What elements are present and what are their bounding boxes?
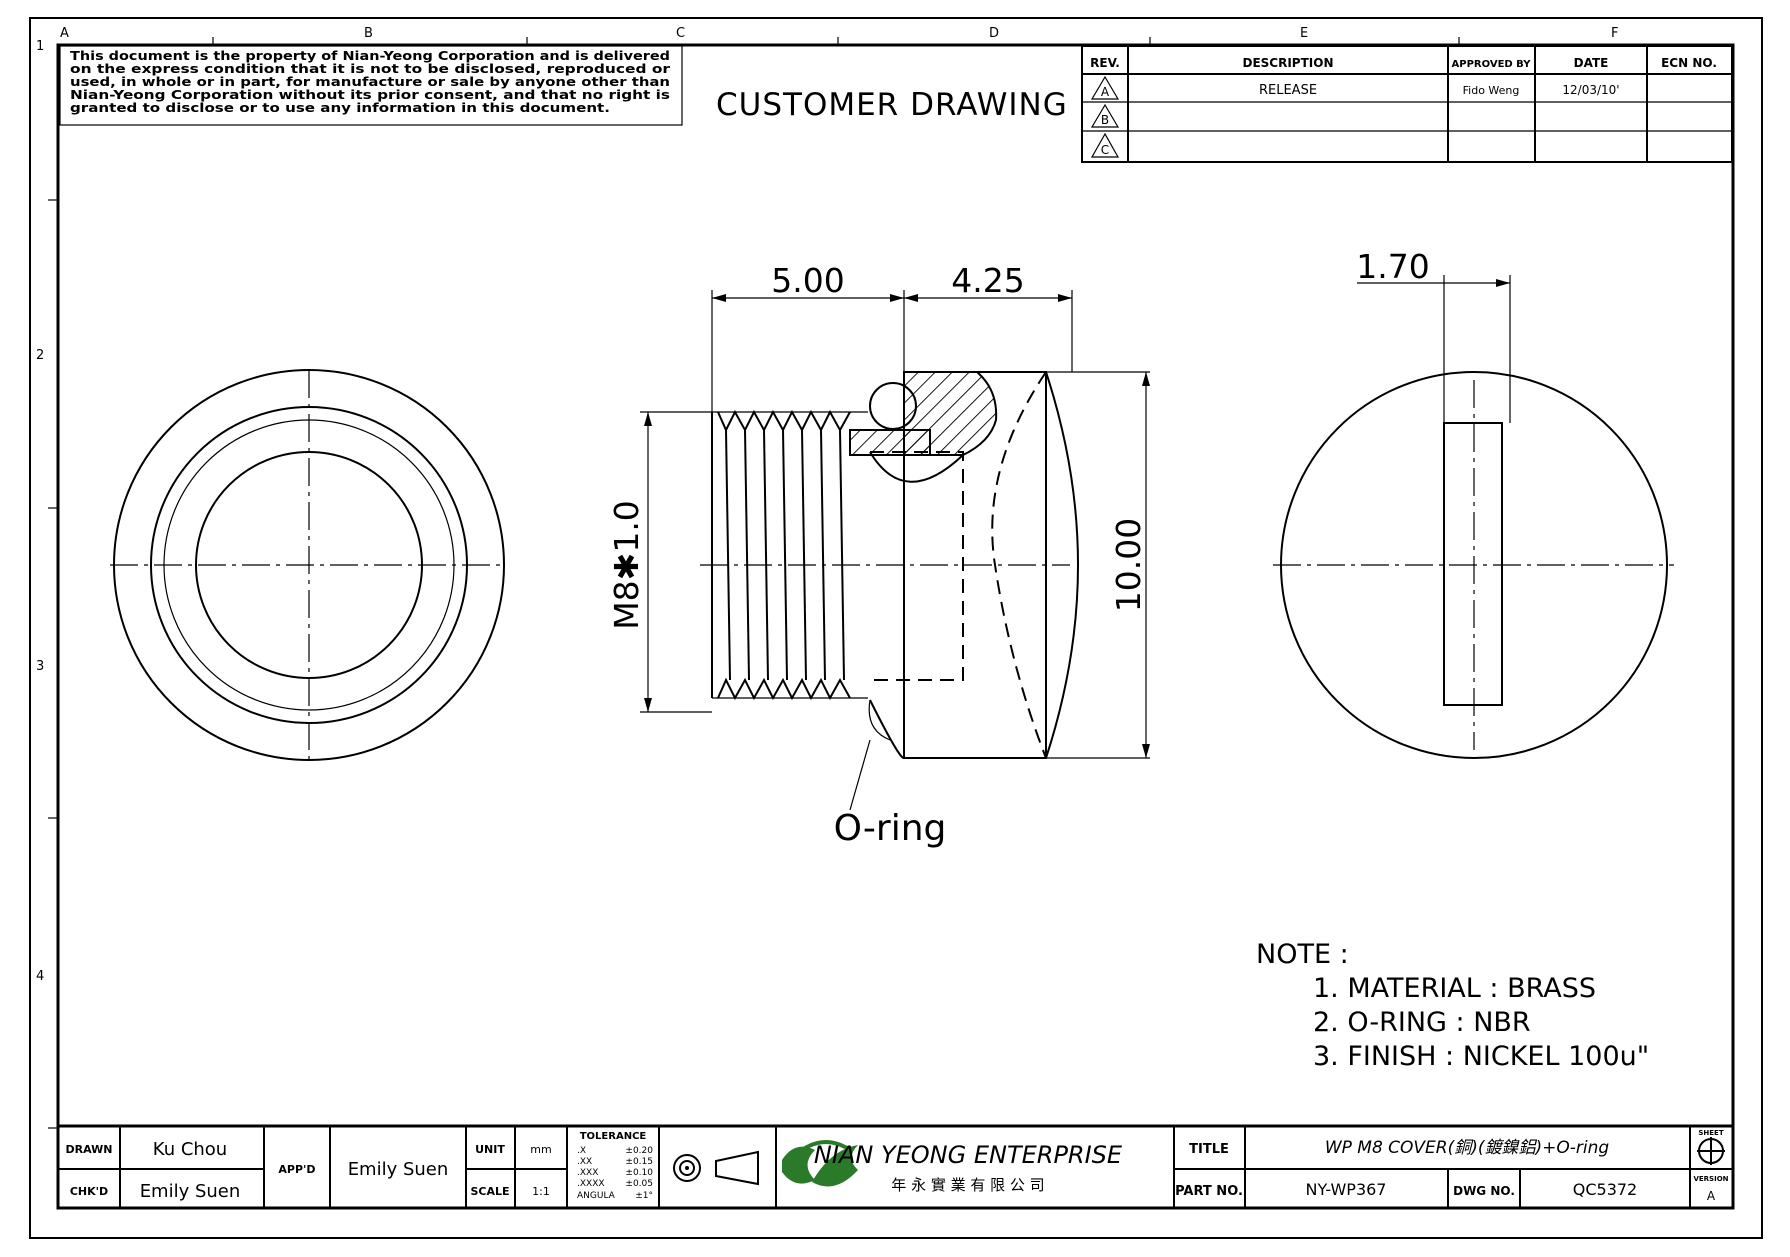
rev-description: RELEASE	[1259, 83, 1317, 98]
projection-symbol-icon	[673, 1150, 759, 1186]
col-label-f: F	[1611, 26, 1618, 41]
sheet-symbol-icon	[1697, 1137, 1725, 1165]
title-block: DRAWN Ku Chou CHK'D Emily Suen APP'D Emi…	[56, 1124, 1735, 1210]
dim-slot-width: 1.70	[1356, 247, 1429, 286]
rev-header: REV.	[1090, 56, 1120, 70]
row-zone-markers: 1 2 3 4	[36, 39, 58, 1129]
checked-label: CHK'D	[70, 1185, 108, 1198]
unit-label: UNIT	[475, 1143, 505, 1156]
col-label-c: C	[676, 26, 685, 41]
part-label: PART NO.	[1175, 1184, 1243, 1199]
rev-letter: B	[1101, 113, 1109, 127]
title-label: TITLE	[1189, 1142, 1229, 1157]
checked-value: Emily Suen	[140, 1181, 241, 1202]
notice-line: granted to disclose or to use any inform…	[70, 101, 610, 115]
outer-border	[29, 17, 1763, 1239]
rev-triangle-icon	[1090, 75, 1120, 100]
notice-line: used, in whole or in part, for manufactu…	[70, 75, 670, 89]
note-item: 1. MATERIAL : BRASS	[1313, 973, 1596, 1004]
dim-head-diameter: 10.00	[1109, 518, 1148, 612]
approved-value: Emily Suen	[348, 1159, 449, 1180]
tolerance-value: ±0.20	[625, 1146, 653, 1156]
tolerance-key: ANGULA	[577, 1191, 616, 1201]
dwg-label: DWG NO.	[1453, 1184, 1515, 1198]
col-label-a: A	[60, 26, 69, 41]
tolerance-value: ±1°	[635, 1191, 653, 1201]
scale-value: 1:1	[532, 1185, 550, 1198]
tolerance-value: ±0.05	[625, 1179, 653, 1189]
unit-value: mm	[530, 1143, 551, 1156]
drawn-label: DRAWN	[66, 1143, 113, 1156]
rev-triangle-icon	[1090, 103, 1120, 128]
tolerance-value: ±0.10	[625, 1168, 653, 1178]
description-header: DESCRIPTION	[1242, 56, 1333, 70]
version-label: VERSION	[1693, 1175, 1728, 1183]
dim-thread-spec: M8✱1.0	[607, 500, 646, 630]
row-label-1: 1	[36, 39, 44, 54]
notes-title: NOTE :	[1256, 939, 1349, 970]
drawing-heading: CUSTOMER DRAWING	[716, 87, 1068, 123]
row-label-4: 4	[36, 969, 44, 984]
row-label-3: 3	[36, 659, 44, 674]
date-header: DATE	[1574, 56, 1609, 70]
end-view-threaded	[110, 369, 505, 761]
tolerance-title: TOLERANCE	[580, 1131, 647, 1142]
scale-label: SCALE	[470, 1185, 509, 1198]
tolerance-key: .XX	[577, 1157, 592, 1167]
dimension-lines	[640, 275, 1511, 811]
drawn-value: Ku Chou	[153, 1139, 227, 1160]
tolerance-key: .XXXX	[577, 1179, 605, 1189]
sheet-label: SHEET	[1698, 1129, 1723, 1137]
side-section-view	[700, 371, 1150, 760]
tolerance-key: .XXX	[577, 1168, 598, 1178]
notes-block: NOTE : 1. MATERIAL : BRASS 2. O-RING : N…	[1256, 939, 1649, 1072]
col-label-d: D	[989, 26, 999, 41]
ecn-header: ECN NO.	[1661, 56, 1717, 70]
company-name: NIAN YEONG ENTERPRISE	[814, 1141, 1123, 1169]
tolerance-value: ±0.15	[625, 1157, 653, 1167]
rev-letter: A	[1101, 85, 1110, 99]
dwg-value: QC5372	[1573, 1180, 1637, 1199]
col-label-e: E	[1300, 26, 1308, 41]
rev-triangle-icon	[1090, 132, 1120, 158]
approved-by-header: APPROVED BY	[1452, 59, 1532, 70]
notice-line: Nian-Yeong Corporation without its prior…	[70, 88, 670, 102]
oring-callout: O-ring	[834, 808, 947, 849]
confidentiality-notice: This document is the property of Nian-Ye…	[59, 45, 683, 126]
notice-line: This document is the property of Nian-Ye…	[70, 49, 670, 63]
part-value: NY-WP367	[1306, 1180, 1387, 1199]
column-zone-markers: A B C D E F	[60, 26, 1618, 45]
end-view-slotted	[1273, 371, 1674, 759]
company-name-cn: 年 永 實 業 有 限 公 司	[891, 1176, 1044, 1194]
note-item: 2. O-RING : NBR	[1313, 1007, 1531, 1038]
title-value: WP M8 COVER(銅)(鍍鎳鋁)+O-ring	[1325, 1138, 1610, 1158]
revision-table: REV. DESCRIPTION APPROVED BY DATE ECN NO…	[1081, 45, 1733, 163]
row-label-2: 2	[36, 348, 44, 363]
rev-approver: Fido Weng	[1463, 84, 1520, 97]
company-logo-icon	[782, 1140, 858, 1187]
col-label-b: B	[364, 26, 373, 41]
rev-date: 12/03/10'	[1562, 83, 1619, 97]
rev-letter: C	[1101, 143, 1109, 157]
dim-head-length: 4.25	[951, 261, 1024, 300]
notice-line: on the express condition that it is not …	[70, 62, 670, 76]
dim-thread-length: 5.00	[771, 261, 844, 300]
version-value: A	[1707, 1189, 1716, 1203]
tolerance-key: .X	[577, 1146, 586, 1156]
approved-label: APP'D	[278, 1163, 315, 1176]
note-item: 3. FINISH : NICKEL 100u"	[1313, 1041, 1649, 1072]
